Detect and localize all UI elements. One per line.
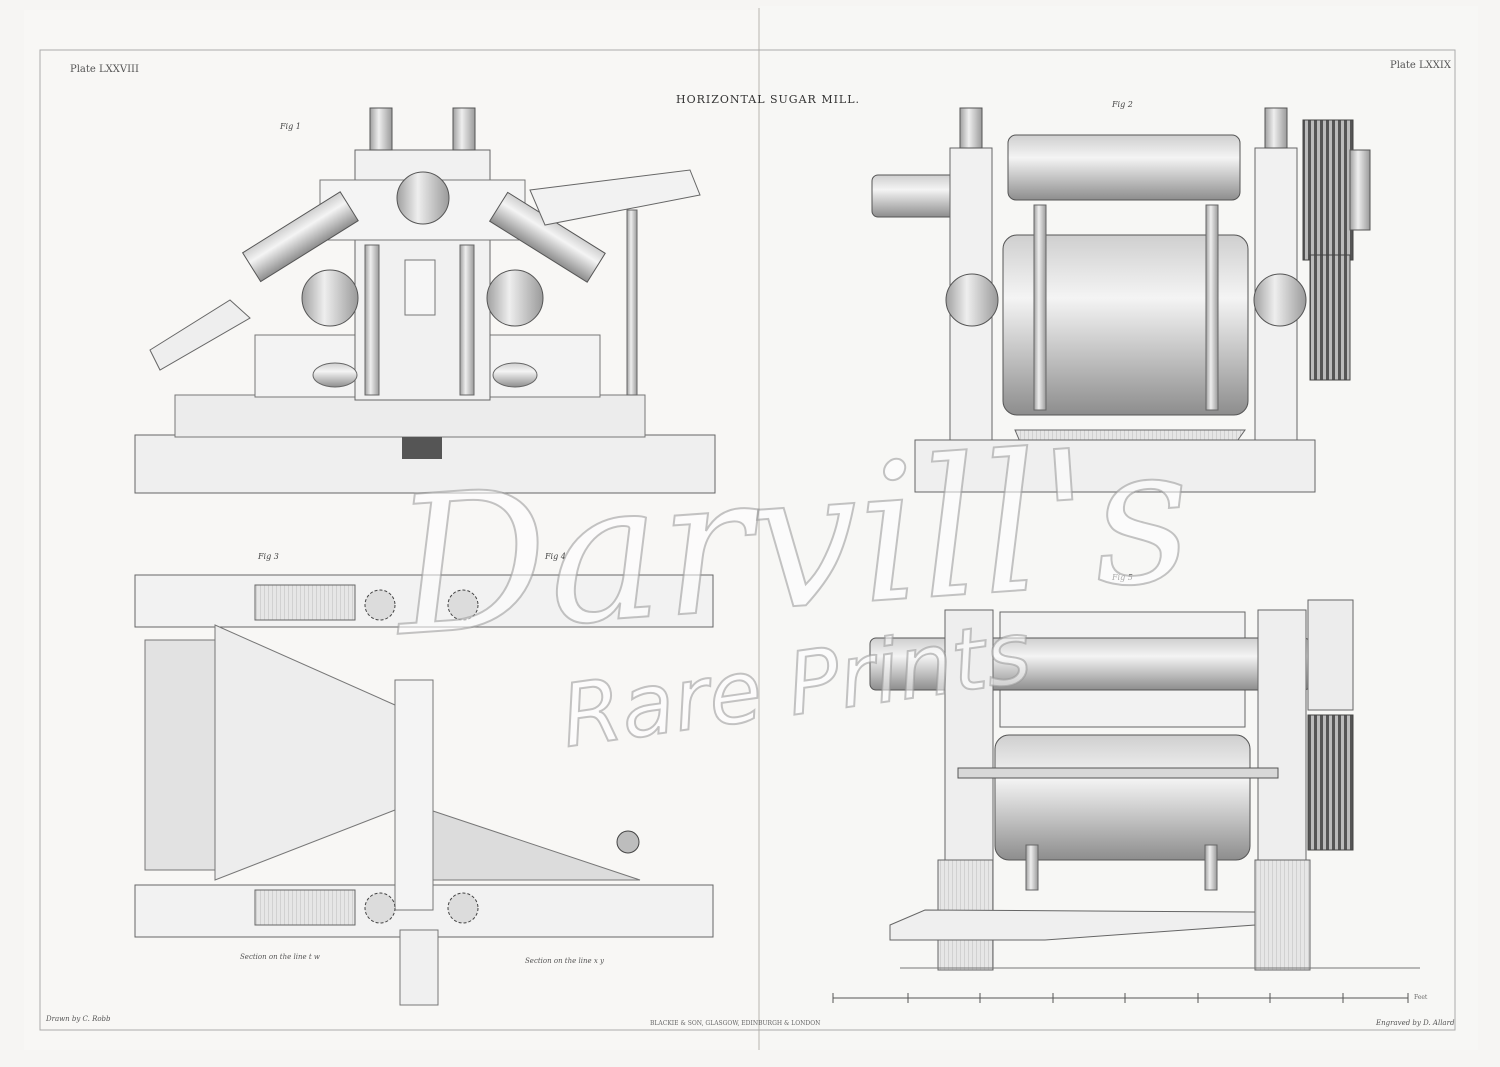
fig1-drawing [134, 107, 716, 494]
fig4-label: Fig 4 [545, 552, 566, 561]
fig3-fig4-drawing [134, 574, 714, 1006]
fig3-label: Fig 3 [258, 552, 279, 561]
credit-engraved-by: Engraved by D. Allard [1376, 1019, 1455, 1027]
fig1-label: Fig 1 [280, 122, 301, 131]
fig2-label: Fig 2 [1112, 100, 1133, 109]
plate-number-right: Plate LXXIX [1390, 60, 1451, 71]
fig5-label: Fig 5 [1112, 573, 1133, 582]
plate-title: HORIZONTAL SUGAR MILL. [676, 93, 861, 106]
scale-bar [832, 993, 1409, 1003]
plate-number-left: Plate LXXVIII [70, 64, 139, 75]
caption-section-left: Section on the line t w [240, 953, 320, 961]
fig2-drawing [871, 107, 1371, 493]
caption-section-right: Section on the line x y [525, 957, 604, 965]
credit-publisher: BLACKIE & SON, GLASGOW, EDINBURGH & LOND… [650, 1020, 821, 1027]
credit-drawn-by: Drawn by C. Robb [46, 1015, 111, 1023]
scale-unit-label: Feet [1414, 994, 1428, 1001]
plate-border [39, 49, 1456, 1031]
fig5-drawing [869, 599, 1420, 971]
